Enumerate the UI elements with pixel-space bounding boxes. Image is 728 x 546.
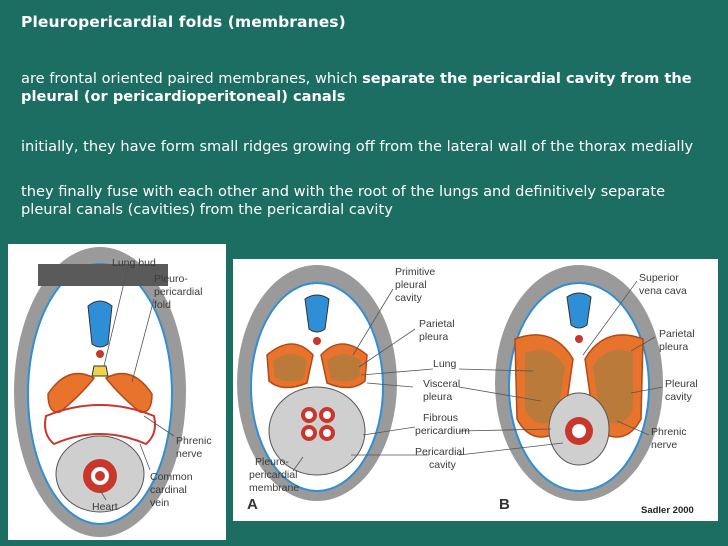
label-common-3: vein <box>150 497 169 509</box>
label-ppm-3: membrane <box>249 482 299 494</box>
label-svc-2: vena cava <box>639 285 687 297</box>
panel-b-label: B <box>499 496 510 513</box>
label-phrenic-1: Phrenic <box>176 435 212 447</box>
label-lung-bud: Lung bud <box>112 257 156 269</box>
label-pericardial-2: cavity <box>429 459 457 471</box>
label-parietal-2: pleura <box>419 331 448 343</box>
embryo-dorsal-tissue <box>38 264 168 286</box>
embryo-a-ectoderm <box>250 282 384 492</box>
aorta-a <box>313 337 321 345</box>
label-common-1: Common <box>150 471 193 483</box>
label-parietal-1: Parietal <box>419 318 455 330</box>
heart-a-lumen <box>305 411 331 437</box>
label-pleuro-1: Pleuro- <box>154 273 188 285</box>
label-common-2: cardinal <box>150 484 187 496</box>
label-parietal-b-2: pleura <box>659 341 688 353</box>
label-primitive-1: Primitive <box>395 266 435 278</box>
aorta-b <box>575 335 583 343</box>
label-fibrous-2: pericardium <box>415 425 470 437</box>
paragraph-fusion: they finally fuse with each other and wi… <box>21 183 666 218</box>
figure-credit: Sadler 2000 <box>641 505 694 516</box>
lung-a-left-inner <box>273 354 307 382</box>
label-phrenic-b-2: nerve <box>651 439 677 451</box>
label-pleural-cavity-2: cavity <box>665 391 693 403</box>
heart-core <box>95 471 105 481</box>
lung-b-right-inner <box>593 350 633 424</box>
label-visceral-1: Visceral <box>423 378 460 390</box>
left-leader-lines <box>99 265 175 501</box>
neural-tube-a <box>304 294 330 333</box>
embryo-b-ectoderm <box>508 282 650 492</box>
figure-left: Lung bud Pleuro- pericardial fold Phreni… <box>8 244 226 540</box>
heart-b-lumen <box>572 424 586 438</box>
label-pleural-cavity-1: Pleural <box>665 378 698 390</box>
figure-right: Primitive pleural cavity Parietal pleura… <box>233 259 718 521</box>
label-primitive-2: pleural <box>395 279 427 291</box>
label-pericardial-1: Pericardial <box>415 446 465 458</box>
label-heart: Heart <box>92 501 118 513</box>
right-leader-lines <box>292 280 664 472</box>
label-pleuro-2: pericardial <box>154 286 202 298</box>
label-parietal-b-1: Parietal <box>659 328 695 340</box>
panel-a-label: A <box>247 496 258 513</box>
figure-right-drawing: Primitive pleural cavity Parietal pleura… <box>237 265 698 516</box>
label-phrenic-2: nerve <box>176 448 202 460</box>
lung-bud <box>91 365 109 377</box>
label-lung: Lung <box>433 358 457 370</box>
label-primitive-3: cavity <box>395 292 423 304</box>
label-visceral-2: pleura <box>423 391 452 403</box>
paragraph-definition-bold: separate the pericardial cavity from the… <box>21 70 692 105</box>
label-svc-1: Superior <box>639 272 679 284</box>
label-fibrous-1: Fibrous <box>423 412 458 424</box>
neural-tube <box>87 300 113 348</box>
label-ppm-2: pericardial <box>249 469 297 481</box>
lung-a-right-inner <box>327 354 361 382</box>
aorta <box>96 350 104 358</box>
figure-left-drawing: Lung bud Pleuro- pericardial fold Phreni… <box>14 247 212 537</box>
lung-b-left-inner <box>525 350 565 424</box>
paragraph-definition: are frontal oriented paired membranes, w… <box>21 70 711 106</box>
pleuropericardial-fold-left <box>47 372 96 413</box>
paragraph-definition-text: are frontal oriented paired membranes, w… <box>21 70 363 87</box>
label-ppm-1: Pleuro- <box>255 456 289 468</box>
pericardial-cavity-a <box>268 386 366 476</box>
pleuropericardial-fold-right <box>104 372 153 413</box>
label-pleuro-3: fold <box>154 299 171 311</box>
neural-tube-b <box>566 292 592 329</box>
fold-outline <box>44 404 156 446</box>
slide-title: Pleuropericardial folds (membranes) <box>21 13 346 31</box>
paragraph-initial: initially, they have form small ridges g… <box>21 138 694 155</box>
label-phrenic-b-1: Phrenic <box>651 426 687 438</box>
